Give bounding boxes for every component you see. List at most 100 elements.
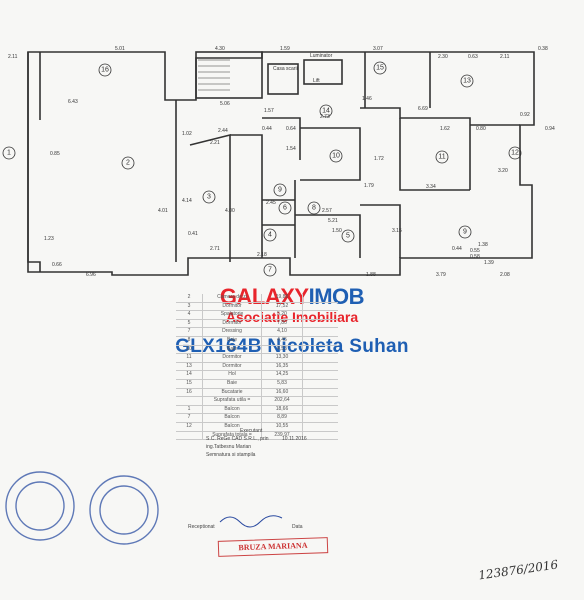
dim: 0.55 — [470, 248, 480, 254]
dim: 1.57 — [264, 108, 274, 114]
dim: 4.00 — [225, 208, 235, 214]
room-number-13: 13 — [463, 78, 471, 85]
dim: 0.41 — [188, 231, 198, 237]
dim: 2.71 — [210, 246, 220, 252]
dim: 2.73 — [320, 114, 330, 120]
execution-date: 10.11.2016 — [282, 436, 307, 442]
room-number-1: 1 — [7, 150, 11, 157]
dim: 6.43 — [68, 99, 78, 105]
watermark-association: Asociatie Imobiliara — [225, 309, 359, 325]
label-casa-scarii: Casa scarii — [273, 66, 298, 72]
dim: 1.54 — [286, 146, 296, 152]
receptionat-label: Receptionat — [188, 524, 215, 530]
dim: 0.44 — [262, 126, 272, 132]
dim: 5.01 — [115, 46, 125, 52]
room-number-2: 2 — [126, 160, 130, 167]
dim: 2.11 — [500, 54, 510, 60]
room-number-4: 4 — [268, 232, 272, 239]
room-number-10: 10 — [332, 153, 340, 160]
watermark-brand-galaxy: GALAXY — [219, 284, 309, 309]
watermark-brand: GALAXYIMOB — [0, 284, 584, 310]
dim: 2.18 — [257, 252, 267, 258]
dim: 2.08 — [500, 272, 510, 278]
dim: 0.92 — [520, 112, 530, 118]
dim: 3.79 — [436, 272, 446, 278]
dim: 4.01 — [158, 208, 168, 214]
room-number-16: 16 — [101, 67, 109, 74]
dim: 3.07 — [373, 46, 383, 52]
label-lift: Lift — [313, 78, 320, 84]
dim: 5.06 — [220, 101, 230, 107]
table-row: Suprafata utila =202,64 — [176, 397, 338, 406]
table-row: Suprafata totala =239,97 — [176, 431, 338, 441]
dim: 3.20 — [498, 168, 508, 174]
dim: 0.44 — [452, 246, 462, 252]
room-number-5: 5 — [346, 233, 350, 240]
dim: 0.85 — [50, 151, 60, 157]
dim: 1.88 — [366, 272, 376, 278]
executant-name: S.C. ReGe CAD S.R.L., prin — [206, 436, 269, 442]
dim: 1.59 — [280, 46, 290, 52]
dim: 0.38 — [538, 46, 548, 52]
dim: 0.80 — [476, 126, 486, 132]
dim: 0.64 — [286, 126, 296, 132]
dim: 6.69 — [418, 106, 428, 112]
room-number-14: 14 — [322, 108, 330, 115]
room-number-15: 15 — [376, 65, 384, 72]
dim: 2.45 — [266, 200, 276, 206]
dim: 2.11 — [8, 54, 18, 60]
dim: 2.44 — [218, 128, 228, 134]
dim: 2.30 — [438, 54, 448, 60]
watermark-agent: GLX164B Nicoleta Suhan — [175, 336, 409, 357]
dim: 0.58 — [470, 254, 480, 260]
dim: 0.94 — [545, 126, 555, 132]
dim: 1.38 — [478, 242, 488, 248]
room-number-8: 8 — [312, 205, 316, 212]
dim: 1.39 — [484, 260, 494, 266]
dim: 1.62 — [440, 126, 450, 132]
executant-person: ing.Tatbesnu Marian — [206, 444, 252, 450]
data-label: Data — [292, 524, 303, 530]
dim: 2.21 — [210, 140, 220, 146]
room-number-9: 9 — [278, 187, 282, 194]
room-number-3: 3 — [207, 194, 211, 201]
dim: 3.34 — [426, 184, 436, 190]
room-number-11: 11 — [438, 154, 445, 161]
dim: 0.63 — [468, 54, 478, 60]
room-number-7: 7 — [268, 267, 272, 274]
dim: 5.21 — [328, 218, 338, 224]
dim: 1.46 — [362, 96, 372, 102]
dim: 0.66 — [52, 262, 62, 268]
dim: 1.50 — [332, 228, 342, 234]
dim: 1.72 — [374, 156, 384, 162]
label-luminator: Luminator — [310, 53, 333, 59]
dim: 6.96 — [86, 272, 96, 278]
dim: 2.57 — [322, 208, 332, 214]
dim: 1.79 — [364, 183, 374, 189]
executant-label: Executant — [240, 428, 263, 434]
room-number-12: 12 — [511, 150, 519, 157]
dim: 1.23 — [44, 236, 54, 242]
dim: 4.30 — [215, 46, 225, 52]
watermark-brand-imob: IMOB — [308, 284, 365, 309]
room-number-9b: 9 — [463, 229, 467, 236]
room-number-6: 6 — [283, 205, 287, 212]
dim: 4.14 — [182, 198, 192, 204]
